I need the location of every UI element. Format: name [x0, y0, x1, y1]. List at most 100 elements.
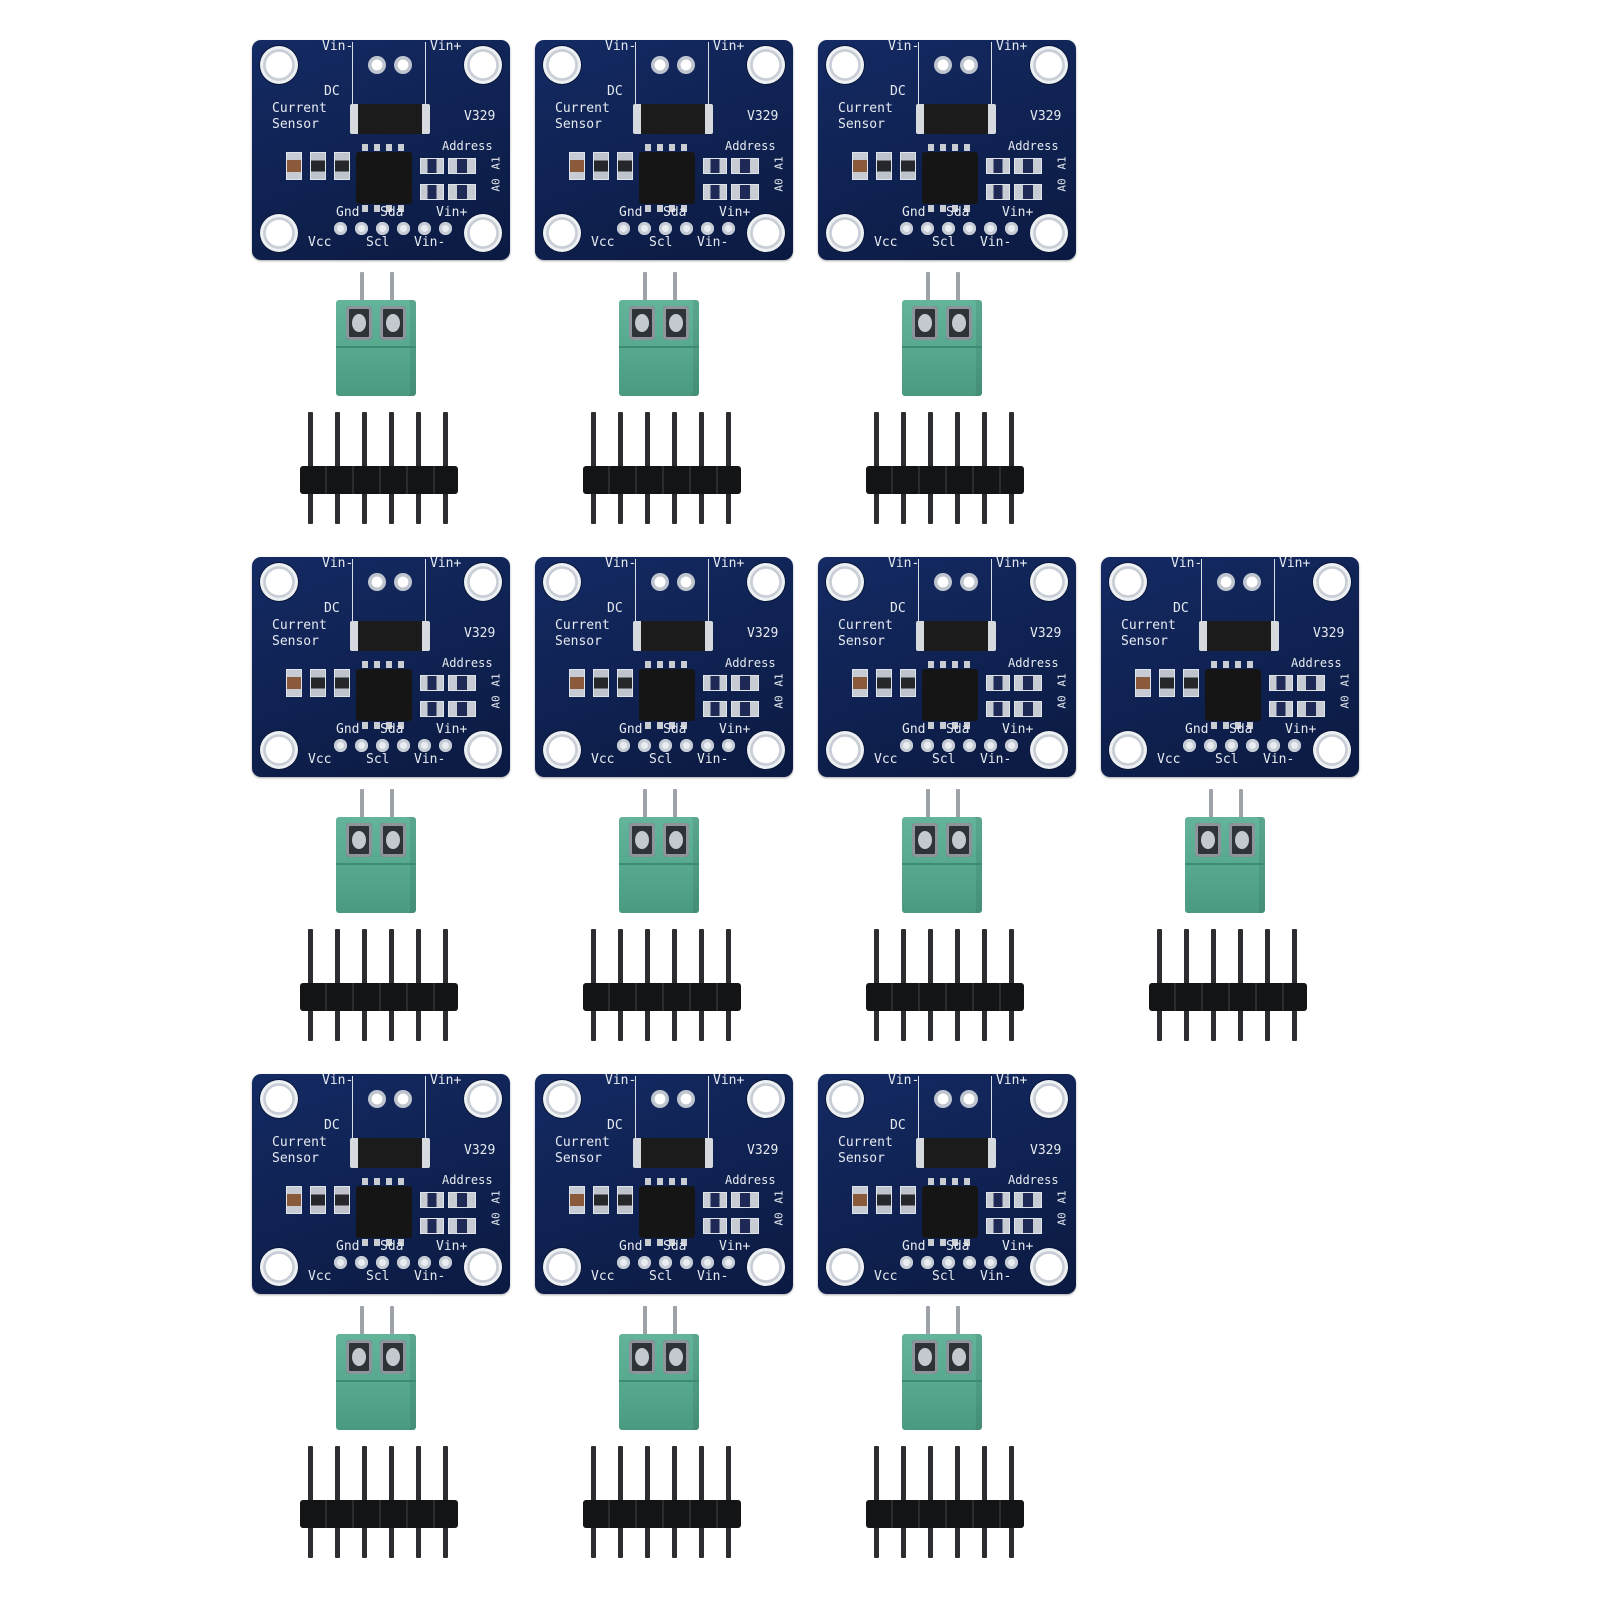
screw-terminal-block	[902, 272, 984, 396]
smd-resistor	[310, 152, 326, 180]
terminal-footprint	[918, 1076, 992, 1139]
header-pad	[680, 1256, 693, 1269]
sensor-kit: Vin- Vin+ DC Current Sensor V329 Address…	[535, 1074, 805, 1574]
header-pad	[418, 1256, 431, 1269]
terminal-pad	[394, 573, 412, 591]
header-pad	[659, 739, 672, 752]
header-pad	[376, 739, 389, 752]
sensor-kit: Vin- Vin+ DC Current Sensor V329 Address…	[252, 1074, 522, 1574]
address-jumper	[1014, 158, 1042, 174]
mounting-hole	[464, 214, 502, 252]
mounting-hole	[464, 1248, 502, 1286]
silk-vin-plus: Vin+	[713, 39, 745, 54]
silk-sda: Sda	[663, 722, 687, 737]
smd-capacitor	[852, 1186, 868, 1214]
silk-vin-minus: Vin-	[1171, 556, 1203, 571]
silk-sda: Sda	[380, 722, 404, 737]
address-jumper	[731, 184, 759, 200]
smd-resistor	[900, 1186, 916, 1214]
silk-sda: Sda	[1229, 722, 1253, 737]
address-jumper	[986, 1192, 1010, 1208]
screw-terminal-block	[336, 272, 418, 396]
mounting-hole	[747, 1080, 785, 1118]
terminal-screw	[946, 1340, 972, 1374]
current-sensor-board: Vin- Vin+ DC Current Sensor V329 Address…	[252, 557, 510, 777]
silk-a1: A1	[772, 673, 786, 687]
silk-vin-plus-bottom: Vin+	[1002, 1239, 1034, 1254]
terminal-body	[1185, 817, 1265, 913]
silk-a0: A0	[1338, 695, 1352, 709]
silk-address: Address	[1291, 656, 1342, 670]
address-jumper	[420, 1192, 444, 1208]
address-jumper	[1014, 1192, 1042, 1208]
silk-a1: A1	[1338, 673, 1352, 687]
address-jumper	[986, 1218, 1010, 1234]
terminal-leg	[360, 272, 364, 306]
sensor-chip	[639, 144, 695, 212]
smd-resistor	[310, 669, 326, 697]
sensor-kit: Vin- Vin+ DC Current Sensor V329 Address…	[818, 557, 1088, 1057]
smd-capacitor	[569, 1186, 585, 1214]
pin-header	[300, 412, 460, 524]
screw-terminal-block	[619, 1306, 701, 1430]
silk-scl: Scl	[366, 752, 390, 767]
silk-version: V329	[464, 1143, 496, 1158]
sensor-kit: Vin- Vin+ DC Current Sensor V329 Address…	[818, 1074, 1088, 1574]
address-jumper	[986, 184, 1010, 200]
silk-vin-plus-bottom: Vin+	[719, 1239, 751, 1254]
silk-sda: Sda	[663, 1239, 687, 1254]
screw-terminal-block	[619, 789, 701, 913]
silk-gnd: Gnd	[336, 205, 360, 220]
silk-a0: A0	[772, 178, 786, 192]
header-pad	[376, 1256, 389, 1269]
mounting-hole	[464, 46, 502, 84]
sensor-chip	[922, 661, 978, 729]
shunt-resistor	[350, 621, 430, 651]
silk-dc: DC	[1173, 601, 1189, 616]
silk-a0: A0	[1055, 178, 1069, 192]
sensor-chip	[356, 661, 412, 729]
sensor-kit: Vin- Vin+ DC Current Sensor V329 Address…	[535, 557, 805, 1057]
silk-current: Current	[555, 101, 610, 116]
mounting-hole	[747, 1248, 785, 1286]
header-pad	[376, 222, 389, 235]
terminal-screw	[912, 306, 938, 340]
silk-scl: Scl	[932, 1269, 956, 1284]
terminal-leg	[673, 789, 677, 823]
header-plastic-bar	[866, 466, 1024, 494]
silk-vin-plus-bottom: Vin+	[719, 205, 751, 220]
header-pad	[1267, 739, 1280, 752]
terminal-footprint	[352, 42, 426, 105]
sensor-chip	[639, 661, 695, 729]
address-jumper	[1014, 1218, 1042, 1234]
address-jumper	[1297, 675, 1325, 691]
terminal-pad	[960, 573, 978, 591]
silk-current: Current	[838, 1135, 893, 1150]
terminal-screw	[346, 1340, 372, 1374]
silk-gnd: Gnd	[336, 722, 360, 737]
screw-terminal-block	[619, 272, 701, 396]
pin-header	[583, 1446, 743, 1558]
header-pad	[1005, 739, 1018, 752]
header-pad	[722, 1256, 735, 1269]
smd-resistor	[876, 669, 892, 697]
silk-sensor: Sensor	[1121, 634, 1168, 649]
pin-header	[300, 929, 460, 1041]
address-jumper	[448, 1192, 476, 1208]
silk-vin-plus-bottom: Vin+	[436, 1239, 468, 1254]
silk-current: Current	[272, 1135, 327, 1150]
terminal-screw	[946, 306, 972, 340]
silk-version: V329	[1030, 1143, 1062, 1158]
address-jumper	[731, 1192, 759, 1208]
smd-capacitor	[852, 152, 868, 180]
silk-sda: Sda	[946, 722, 970, 737]
shunt-resistor	[916, 1138, 996, 1168]
silk-sensor: Sensor	[838, 117, 885, 132]
header-pad	[355, 1256, 368, 1269]
smd-resistor	[617, 1186, 633, 1214]
sensor-kit: Vin- Vin+ DC Current Sensor V329 Address…	[252, 557, 522, 1057]
header-pad	[418, 739, 431, 752]
address-jumper	[448, 184, 476, 200]
header-pad	[942, 1256, 955, 1269]
